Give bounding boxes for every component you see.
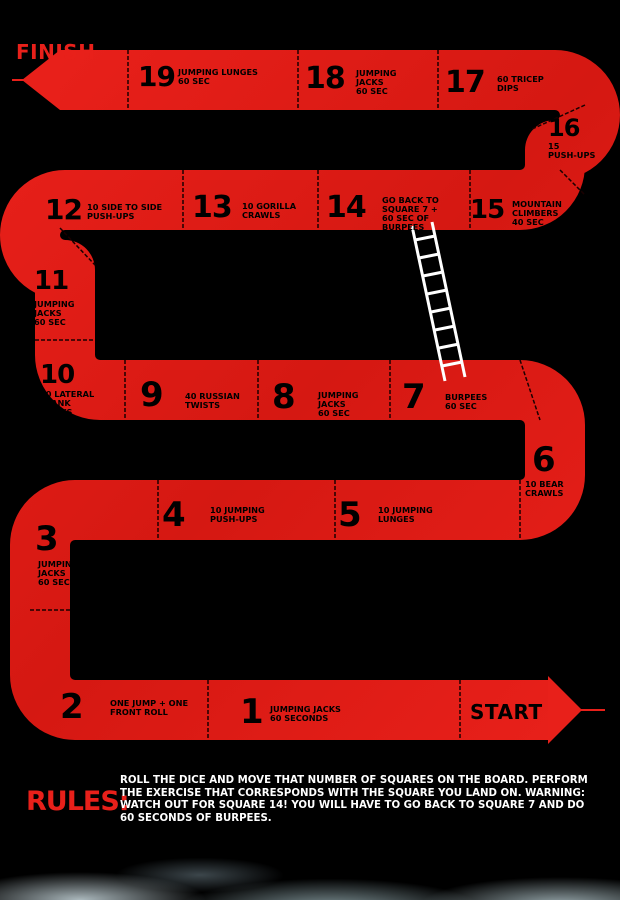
square-16-number: 16 (548, 114, 580, 142)
square-dividers (30, 50, 586, 740)
square-18-label: JUMPING JACKS 60 SEC (356, 68, 397, 96)
square-8-number: 8 (272, 377, 296, 417)
square-16-label: 15 PUSH-UPS (548, 141, 596, 160)
square-10-label: 10 LATERAL PLANK WALKS (40, 389, 95, 417)
mist-decoration (0, 820, 620, 900)
square-17-label: 60 TRICEP DIPS (497, 74, 544, 93)
square-19-number: 19 (138, 60, 176, 93)
square-4-number: 4 (162, 495, 186, 535)
square-5-label: 10 JUMPING LUNGES (378, 505, 433, 524)
square-6-number: 6 (532, 440, 556, 480)
square-2-label: ONE JUMP + ONE FRONT ROLL (110, 698, 189, 717)
start-label: START (470, 700, 543, 724)
square-5-number: 5 (338, 495, 362, 535)
square-11-number: 11 (34, 266, 69, 296)
square-6-label: 10 BEAR CRAWLS (525, 479, 564, 498)
square-12-label: 10 SIDE TO SIDE PUSH-UPS (87, 202, 163, 221)
finish-label: FINISH (16, 40, 96, 64)
square-17-number: 17 (445, 65, 486, 100)
square-7-number: 7 (402, 377, 426, 417)
rules-title: RULES: (26, 786, 130, 817)
square-9-number: 9 (140, 375, 164, 415)
square-13-label: 10 GORILLA CRAWLS (242, 201, 297, 220)
board-track (0, 50, 620, 740)
square-15-number: 15 (470, 195, 505, 225)
square-14-number: 14 (326, 190, 367, 225)
square-14-label: GO BACK TO SQUARE 7 + 60 SEC OF BURPEES (382, 195, 439, 232)
square-3-label: JUMPING JACKS 60 SEC (38, 559, 79, 587)
rules-text: ROLL THE DICE AND MOVE THAT NUMBER OF SQ… (120, 775, 588, 824)
square-19-label: JUMPING LUNGES 60 SEC (178, 67, 258, 86)
square-1-number: 1 (240, 692, 264, 732)
square-3-number: 3 (35, 519, 59, 559)
square-4-label: 10 JUMPING PUSH-UPS (210, 505, 265, 524)
square-11-label: JUMPING JACKS 60 SEC (34, 299, 75, 327)
square-10-number: 10 (40, 360, 75, 390)
square-13-number: 13 (192, 190, 233, 225)
start-arrow (548, 676, 582, 744)
ladder (410, 221, 467, 382)
square-18-number: 18 (305, 61, 346, 96)
square-15-label: MOUNTAIN CLIMBERS 40 SEC (512, 199, 562, 227)
square-12-number: 12 (45, 193, 83, 226)
square-2-number: 2 (60, 687, 84, 727)
square-9-label: 40 RUSSIAN TWISTS (185, 391, 240, 410)
square-1-label: JUMPING JACKS 60 SECONDS (270, 704, 341, 723)
square-8-label: JUMPING JACKS 60 SEC (318, 390, 359, 418)
square-7-label: BURPEES 60 SEC (445, 392, 488, 411)
